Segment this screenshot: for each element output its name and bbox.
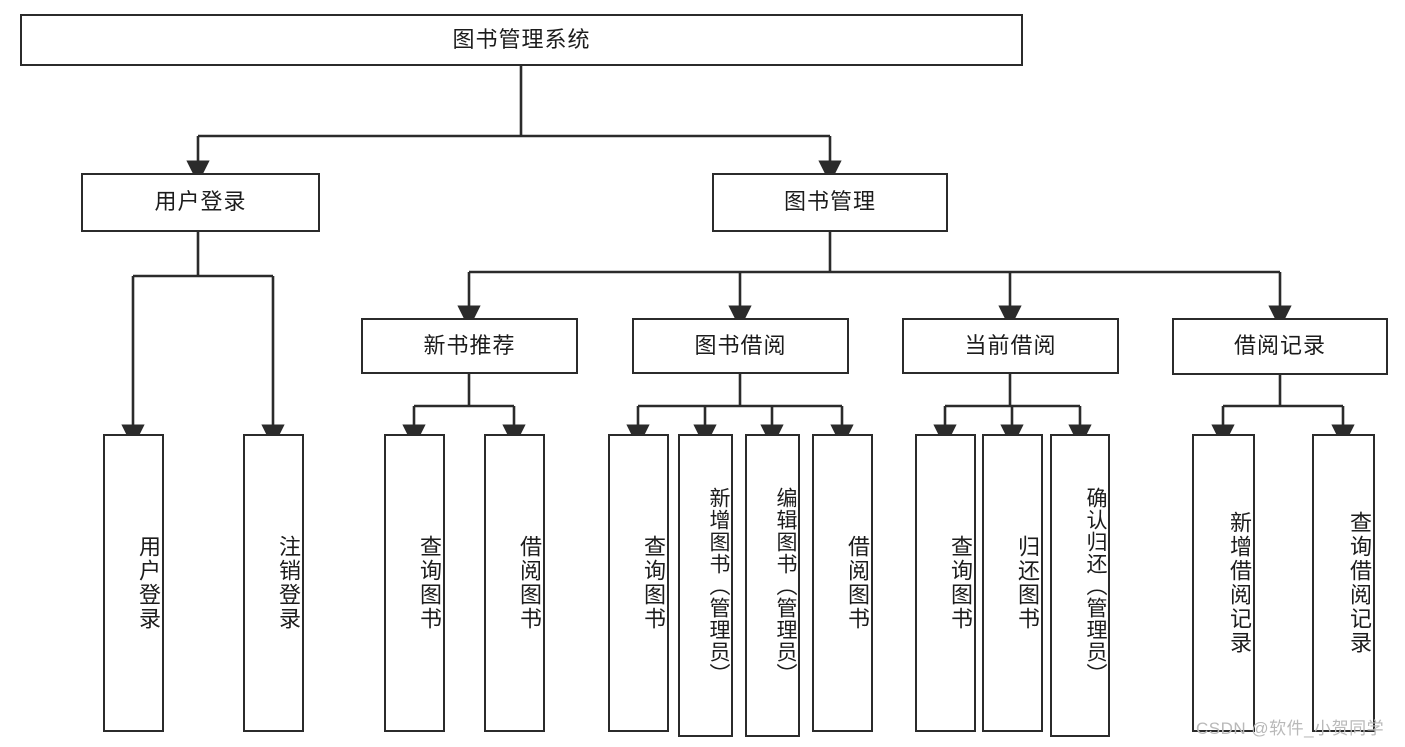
leaf-query-book-borrow[interactable]: 查询图书 [608, 434, 669, 732]
node-label: 图书管理系统 [452, 26, 591, 52]
node-label: 图书管理 [783, 189, 876, 215]
node-label: 用户登录 [136, 535, 161, 631]
leaf-add-book-admin[interactable]: 新增图书（管理员） [678, 434, 733, 737]
node-label: 借阅记录 [1233, 333, 1326, 359]
node-new-book-recommend[interactable]: 新书推荐 [361, 318, 578, 374]
leaf-add-borrow-record[interactable]: 新增借阅记录 [1192, 434, 1255, 732]
leaf-borrow-book[interactable]: 借阅图书 [812, 434, 873, 732]
node-label: 当前借阅 [964, 332, 1057, 358]
watermark: CSDN @软件_小贺同学 [1196, 719, 1385, 738]
leaf-query-book-new[interactable]: 查询图书 [384, 434, 445, 732]
node-label: 用户登录 [154, 189, 247, 215]
leaf-return-book[interactable]: 归还图书 [982, 434, 1043, 732]
leaf-borrow-book-new[interactable]: 借阅图书 [484, 434, 545, 732]
node-label: 查询图书 [948, 535, 973, 631]
leaf-edit-book-admin[interactable]: 编辑图书（管理员） [745, 434, 800, 737]
node-current-borrow[interactable]: 当前借阅 [902, 318, 1119, 374]
node-label: 编辑图书（管理员） [774, 486, 797, 685]
node-label: 查询借阅记录 [1347, 511, 1372, 655]
node-label: 新书推荐 [423, 332, 516, 358]
leaf-query-book-current[interactable]: 查询图书 [915, 434, 976, 732]
node-root-system[interactable]: 图书管理系统 [20, 14, 1023, 66]
leaf-user-login[interactable]: 用户登录 [103, 434, 164, 732]
node-book-management[interactable]: 图书管理 [712, 173, 948, 232]
leaf-logout[interactable]: 注销登录 [243, 434, 304, 732]
node-label: 新增图书（管理员） [707, 486, 730, 685]
node-label: 确认归还（管理员） [1084, 486, 1107, 685]
node-label: 借阅图书 [845, 535, 870, 631]
node-borrow-record[interactable]: 借阅记录 [1172, 318, 1388, 375]
node-label: 注销登录 [276, 535, 301, 631]
leaf-confirm-return-admin[interactable]: 确认归还（管理员） [1050, 434, 1110, 737]
node-label: 借阅图书 [517, 535, 542, 631]
node-label: 查询图书 [641, 535, 666, 631]
node-label: 新增借阅记录 [1227, 511, 1252, 655]
node-user-login[interactable]: 用户登录 [81, 173, 320, 232]
node-book-borrow[interactable]: 图书借阅 [632, 318, 849, 374]
leaf-query-borrow-record[interactable]: 查询借阅记录 [1312, 434, 1375, 732]
node-label: 查询图书 [417, 535, 442, 631]
node-label: 归还图书 [1015, 535, 1040, 631]
node-label: 图书借阅 [694, 332, 787, 358]
